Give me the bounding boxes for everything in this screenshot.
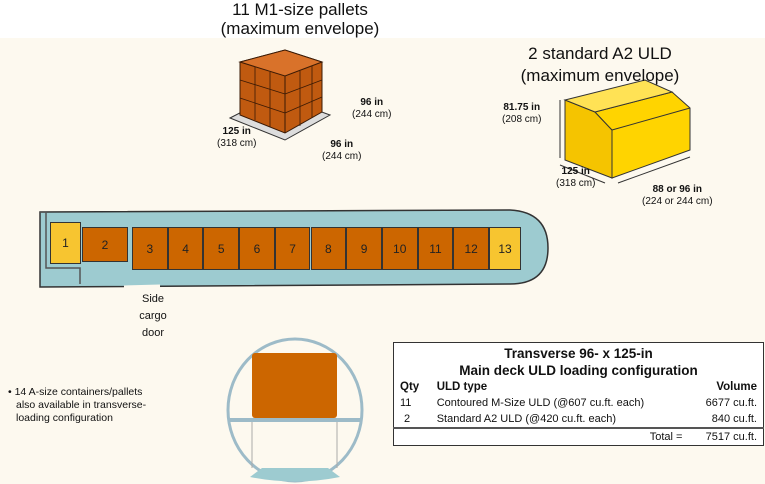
loading-position-10: 10 bbox=[381, 227, 418, 270]
dim-in: 88 or 96 in bbox=[652, 184, 703, 195]
loading-position-1: 1 bbox=[50, 222, 81, 264]
row-volume: 6677 cu.ft. bbox=[705, 397, 757, 409]
note-line: loading configuration bbox=[16, 412, 113, 424]
note-line: also available in transverse- bbox=[16, 399, 147, 411]
total-row: Total =7517 cu.ft. bbox=[393, 427, 764, 446]
table-title-1: Transverse 96- x 125-in bbox=[504, 346, 653, 361]
uld-height-dim: 81.75 in(208 cm) bbox=[502, 102, 541, 126]
dim-in: 96 in bbox=[330, 139, 354, 150]
uld-title: 2 standard A2 ULD (maximum envelope) bbox=[500, 43, 700, 87]
table-row: 2 Standard A2 ULD (@420 cu.ft. each) 840 c… bbox=[394, 411, 764, 428]
dim-in: 96 in bbox=[360, 97, 384, 108]
header-qty: Qty bbox=[400, 381, 420, 393]
fuselage-cross-section bbox=[226, 337, 364, 483]
header-type: ULD type bbox=[436, 381, 488, 393]
uld-subtitle: (maximum envelope) bbox=[520, 66, 680, 85]
row-volume: 840 cu.ft. bbox=[711, 413, 757, 425]
row-type: Standard A2 ULD (@420 cu.ft. each) bbox=[436, 413, 617, 425]
dim-in: 125 in bbox=[561, 166, 590, 177]
top-band bbox=[0, 0, 765, 38]
pallets-title-text: 11 M1-size pallets bbox=[232, 0, 368, 19]
dim-cm: (318 cm) bbox=[556, 178, 596, 189]
row-qty: 11 bbox=[400, 397, 412, 409]
m1-pallet-illustration bbox=[228, 49, 332, 141]
loading-position-8: 8 bbox=[310, 227, 347, 270]
table-row: 11 Contoured M-Size ULD (@607 cu.ft. each… bbox=[394, 395, 764, 411]
loading-position-2: 2 bbox=[82, 227, 128, 262]
table-title-2: Main deck ULD loading configuration bbox=[459, 363, 698, 378]
loading-position-11: 11 bbox=[417, 227, 454, 270]
dim-cm: (244 cm) bbox=[352, 109, 392, 120]
dim-cm: (208 cm) bbox=[502, 114, 542, 125]
side-cargo-door-label: Side cargo door bbox=[137, 291, 169, 342]
header-volume: Volume bbox=[716, 381, 757, 393]
loading-position-6: 6 bbox=[239, 227, 275, 270]
loading-configuration-table: Transverse 96- x 125-in Main deck ULD lo… bbox=[393, 342, 764, 446]
total-label: Total = bbox=[430, 427, 689, 446]
dim-cm: (318 cm) bbox=[217, 138, 257, 149]
loading-position-9: 9 bbox=[346, 227, 382, 270]
note-line: • 14 A-size containers/pallets bbox=[8, 386, 143, 398]
pallets-subtitle: (maximum envelope) bbox=[220, 19, 380, 38]
pallets-title: 11 M1-size pallets (maximum envelope) bbox=[200, 0, 400, 38]
pallet-width-dim: 96 in(244 cm) bbox=[322, 139, 361, 163]
pallet-length-dim: 125 in(318 cm) bbox=[217, 126, 256, 150]
row-type: Contoured M-Size ULD (@607 cu.ft. each) bbox=[436, 397, 645, 409]
loading-position-5: 5 bbox=[203, 227, 240, 270]
door-label-line: cargo bbox=[139, 310, 167, 322]
door-label-line: Side bbox=[141, 293, 165, 305]
pallet-height-dim: 96 in(244 cm) bbox=[352, 97, 391, 121]
loading-position-12: 12 bbox=[453, 227, 489, 270]
total-value: 7517 cu.ft. bbox=[688, 427, 764, 446]
row-qty: 2 bbox=[404, 413, 411, 425]
a2-uld-illustration bbox=[559, 79, 691, 184]
uld-length-dim: 125 in(318 cm) bbox=[556, 166, 595, 190]
loading-position-4: 4 bbox=[167, 227, 204, 270]
uld-title-text: 2 standard A2 ULD bbox=[528, 44, 672, 63]
dim-cm: (224 or 244 cm) bbox=[642, 196, 713, 207]
loading-position-13: 13 bbox=[489, 227, 521, 270]
dim-cm: (244 cm) bbox=[322, 151, 362, 162]
uld-width-dim: 88 or 96 in(224 or 244 cm) bbox=[642, 184, 713, 208]
loading-position-7: 7 bbox=[274, 227, 311, 270]
a-size-note: • 14 A-size containers/pallets also avai… bbox=[8, 386, 146, 425]
door-label-line: door bbox=[141, 327, 165, 339]
loading-position-3: 3 bbox=[132, 227, 168, 270]
dim-in: 125 in bbox=[222, 126, 251, 137]
dim-in: 81.75 in bbox=[503, 102, 541, 113]
